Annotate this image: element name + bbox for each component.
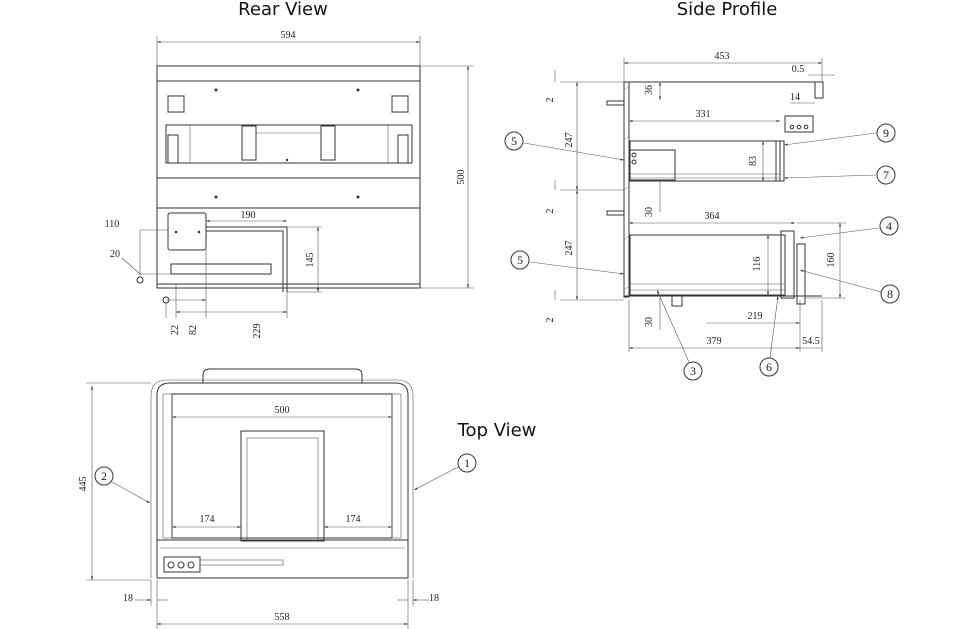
top-left-174-label: 174 — [200, 514, 215, 525]
side-base-379-label: 379 — [707, 336, 722, 347]
top-front-drawer — [156, 539, 409, 579]
top-inner-width-label: 500 — [275, 405, 290, 416]
rear-trap-drop-label: 145 — [305, 253, 316, 268]
rear-width-label: 594 — [281, 30, 296, 41]
top-side-18-right-label: 18 — [429, 593, 439, 604]
rear-offset-229-label: 229 — [252, 324, 263, 339]
callout-6: 6 — [759, 295, 779, 377]
rear-trap-pipe — [206, 226, 288, 292]
rear-height-label: 500 — [456, 170, 467, 185]
rear-view-title: Rear View — [238, 0, 328, 20]
rear-plate-offset-label: 110 — [105, 219, 120, 230]
svg-text:1: 1 — [464, 456, 470, 470]
callout-1: 1 — [413, 453, 477, 491]
top-view: Top View 500 174 174 445 — [78, 368, 537, 629]
top-right-174-label: 174 — [346, 514, 361, 525]
side-overhang-label: 54.5 — [802, 336, 820, 347]
callout-3: 3 — [656, 289, 703, 381]
side-spacer-30b-label: 30 — [644, 317, 655, 327]
side-upper-2-label: 2 — [545, 98, 556, 103]
top-side-18-left-label: 18 — [123, 593, 133, 604]
side-profile-view: Side Profile 453 0.5 2 247 2 247 2 — [504, 0, 900, 381]
svg-text:7: 7 — [883, 168, 889, 182]
svg-text:9: 9 — [883, 126, 889, 140]
side-bottom-2-label: 2 — [545, 318, 556, 323]
side-lower-drawer — [629, 230, 806, 307]
side-drawer1-height-label: 83 — [748, 156, 759, 166]
svg-text:2: 2 — [101, 469, 107, 483]
rear-drain-bar — [170, 263, 272, 275]
side-depth-label: 453 — [715, 51, 730, 62]
side-gap-label: 0.5 — [792, 64, 805, 75]
side-bottom-219-label: 219 — [748, 311, 763, 322]
top-depth-label: 445 — [78, 477, 89, 492]
callout-5-lower: 5 — [510, 250, 625, 275]
top-view-title: Top View — [457, 420, 537, 441]
svg-text:8: 8 — [887, 287, 893, 301]
svg-text:6: 6 — [766, 360, 772, 374]
side-lower-247-label: 247 — [564, 241, 575, 256]
rear-cabinet-outline — [156, 65, 421, 289]
callout-2: 2 — [94, 466, 151, 504]
side-top-fitting — [814, 81, 824, 99]
side-profile-title: Side Profile — [677, 0, 778, 20]
rear-wall-plate — [167, 212, 207, 251]
side-control-box — [784, 115, 814, 133]
top-outer-width-label: 558 — [275, 612, 290, 623]
rear-offset-82-label: 82 — [188, 325, 199, 335]
top-cabinet-outline — [156, 382, 409, 579]
top-handle — [202, 368, 363, 383]
callout-7: 7 — [783, 165, 896, 185]
top-plumbing-cutout — [240, 430, 325, 542]
side-upper-247-label: 247 — [564, 133, 575, 148]
callout-4: 4 — [799, 216, 899, 239]
side-front-160-label: 160 — [826, 253, 837, 268]
callout-9: 9 — [783, 123, 896, 146]
rear-view: Rear View 594 — [105, 0, 474, 339]
side-top-36-label: 36 — [644, 85, 655, 95]
svg-text:5: 5 — [511, 134, 517, 148]
side-drawer1-depth-label: 331 — [696, 109, 711, 120]
rear-pipe-height-label: 20 — [110, 249, 120, 260]
side-mid-2-label: 2 — [545, 209, 556, 214]
side-drawer2-height-label: 116 — [752, 257, 763, 272]
callout-8: 8 — [799, 269, 900, 304]
side-spacer-30a-label: 30 — [644, 207, 655, 217]
svg-text:5: 5 — [517, 253, 523, 267]
side-upper-drawer — [629, 140, 785, 182]
callout-5-upper: 5 — [504, 131, 625, 161]
rear-offset-22-label: 22 — [170, 325, 181, 335]
rear-trap-run-label: 190 — [241, 210, 256, 221]
rear-upper-rail — [165, 95, 413, 164]
svg-text:4: 4 — [886, 219, 892, 233]
svg-text:3: 3 — [690, 364, 696, 378]
side-top-14-label: 14 — [790, 92, 800, 103]
side-drawer2-depth-label: 364 — [705, 211, 720, 222]
